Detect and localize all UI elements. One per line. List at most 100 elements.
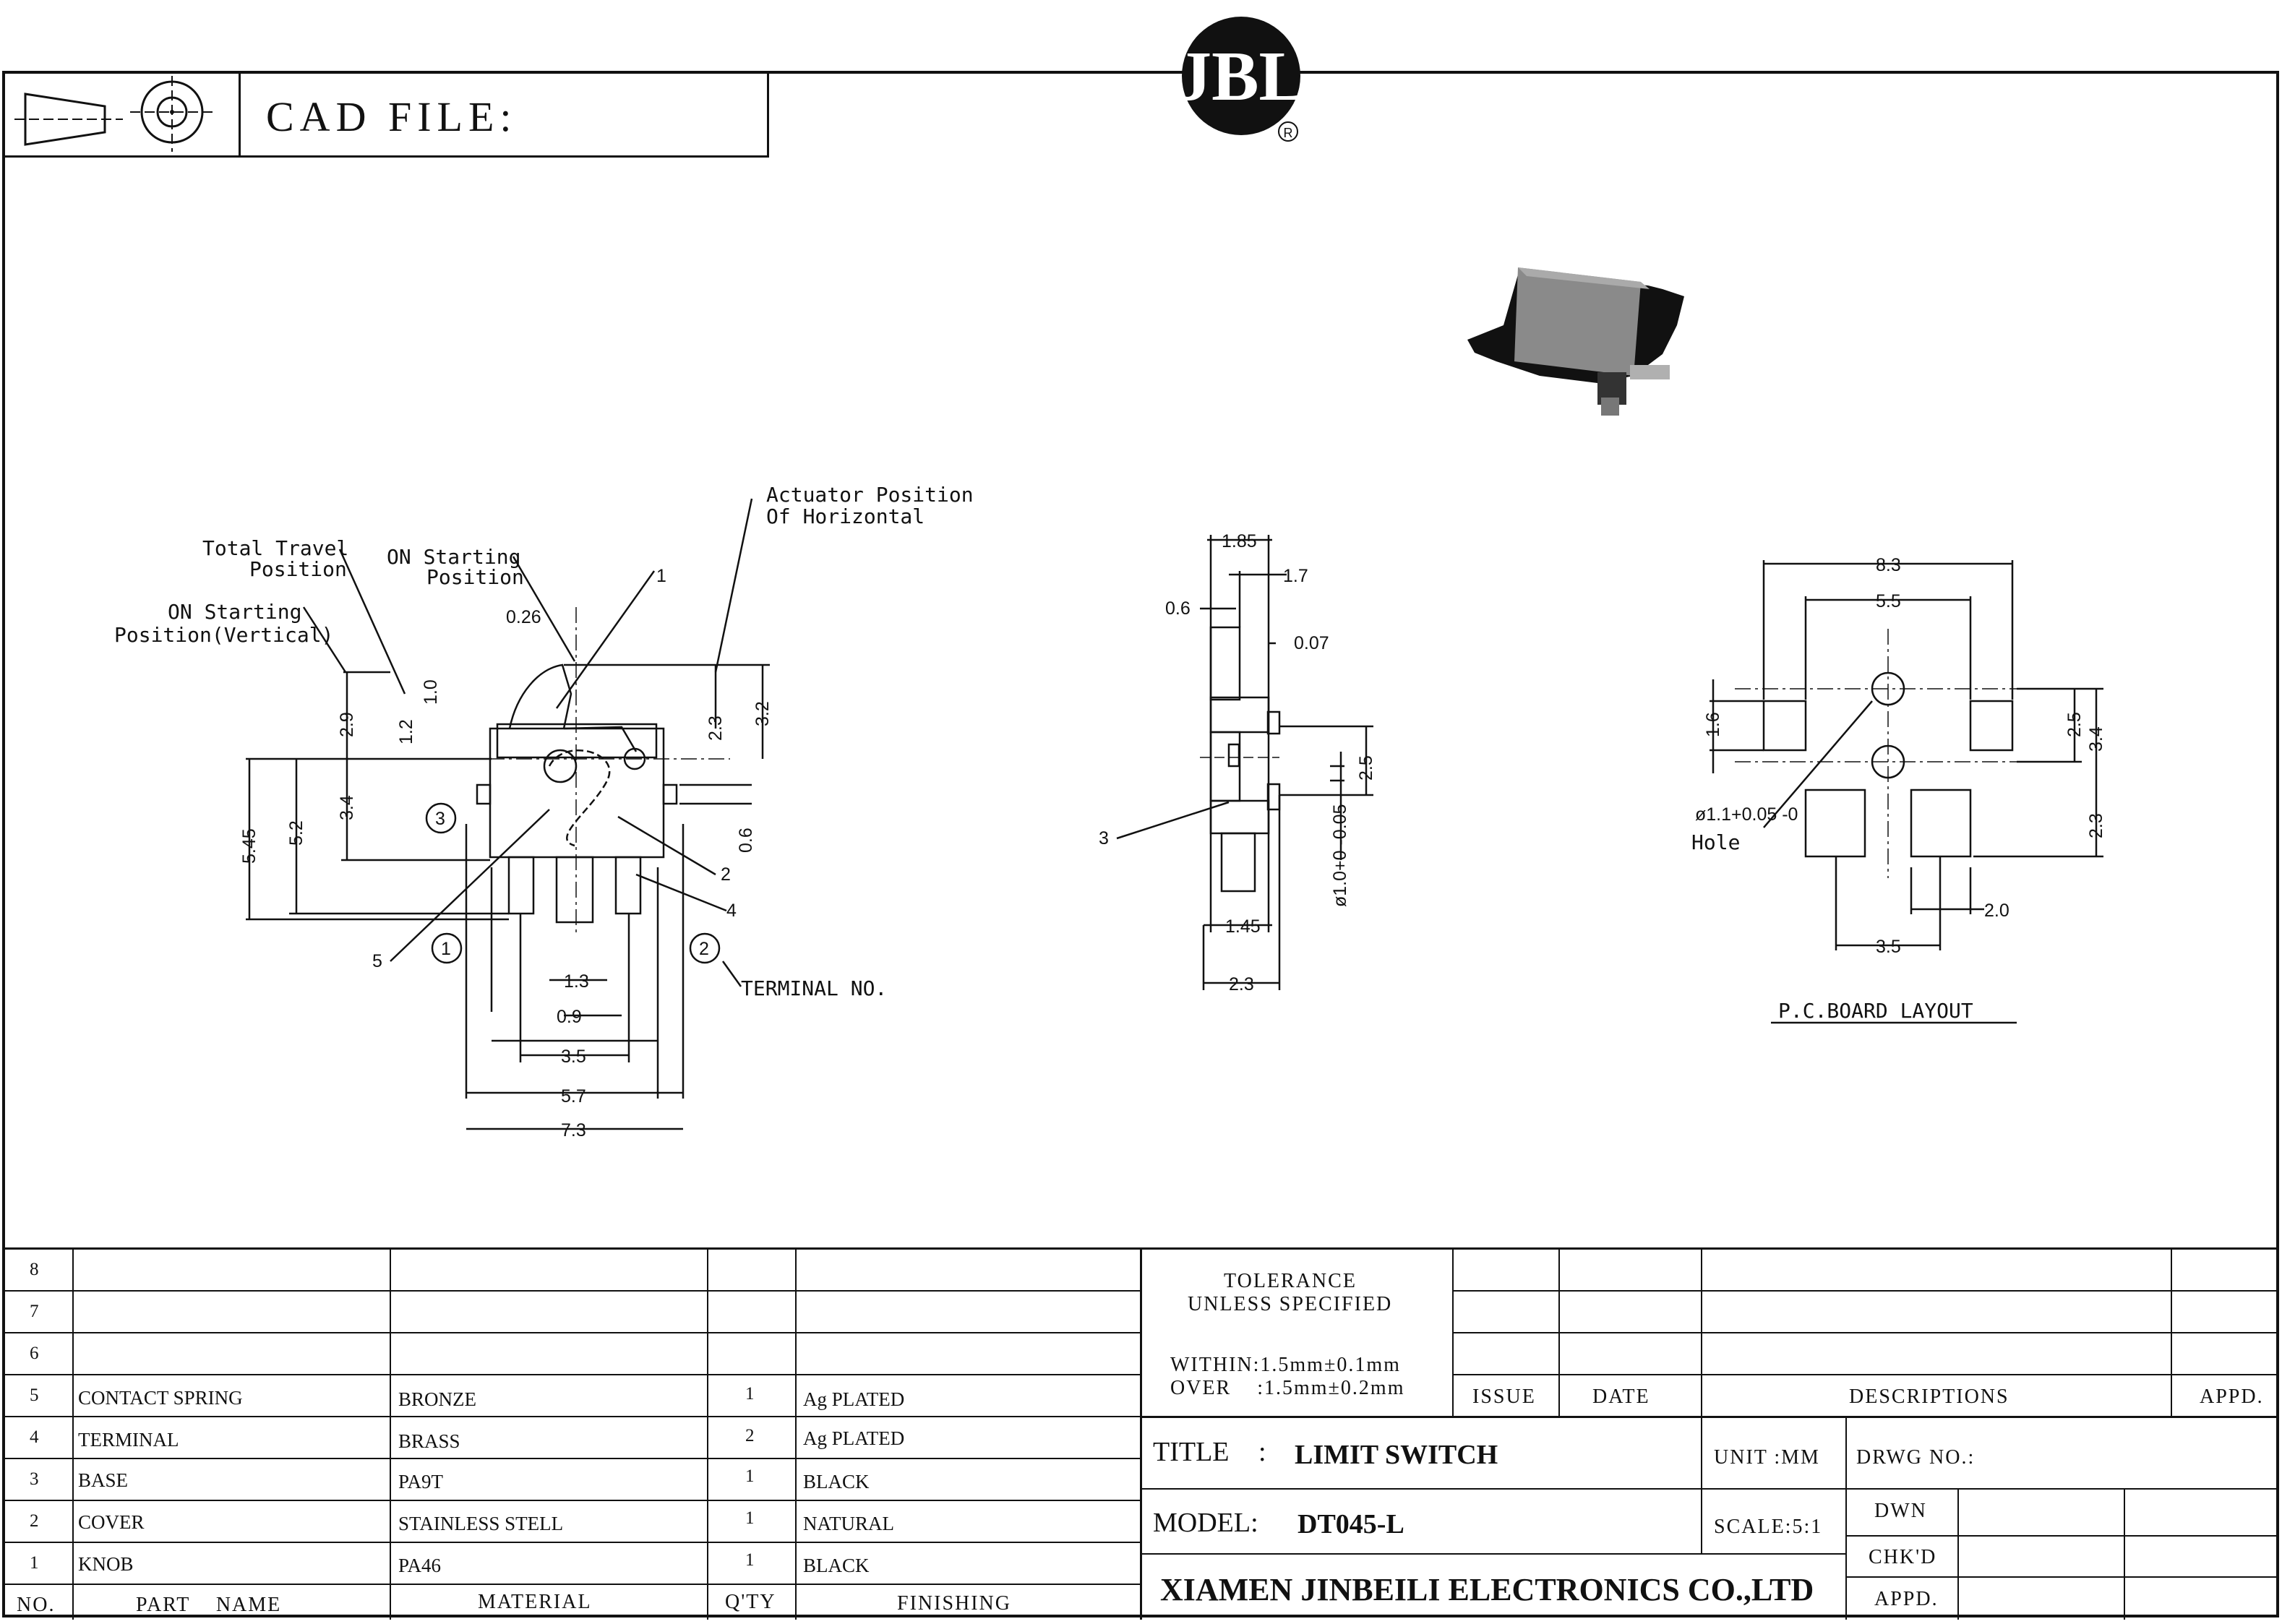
approved-label: APPD. <box>1874 1588 1939 1610</box>
dim-3-4: 3.4 <box>337 795 357 820</box>
bom-no-4: 4 <box>30 1427 39 1447</box>
revision-date: DATE <box>1592 1385 1650 1408</box>
callout-4: 4 <box>726 901 737 921</box>
bom-qty-5: 1 <box>745 1384 755 1404</box>
side-dim-1-45: 1.45 <box>1225 916 1261 937</box>
label-total-travel-2: Position <box>249 557 347 581</box>
cad-file-box <box>2 71 769 158</box>
model-value: DT045-L <box>1297 1509 1404 1539</box>
bom-no-7: 7 <box>30 1302 39 1321</box>
label-actuator-1: Actuator Position <box>766 483 974 507</box>
bom-qty-3: 1 <box>745 1466 755 1486</box>
callout-2: 2 <box>721 864 731 885</box>
side-dim-hole: ø1.0+0 -0.05 <box>1330 804 1350 907</box>
label-on-starting-1: ON Starting <box>387 545 520 569</box>
tolerance-title: TOLERANCE <box>1224 1270 1357 1292</box>
product-photo <box>1467 267 1684 416</box>
cad-box-separator <box>239 71 241 158</box>
label-on-starting-vertical-2: Position(Vertical) <box>114 623 333 647</box>
dim-2-3: 2.3 <box>705 716 726 741</box>
bom-part-2: COVER <box>78 1511 145 1533</box>
dim-7-3: 7.3 <box>561 1120 586 1140</box>
model-label: MODEL: <box>1153 1508 1258 1538</box>
drawing-number-label: DRWG NO.: <box>1856 1446 1976 1469</box>
pcb-hole-dim: ø1.1+0.05 -0 <box>1695 804 1798 825</box>
revision-descriptions: DESCRIPTIONS <box>1849 1385 2009 1408</box>
dim-3-2: 3.2 <box>752 701 773 726</box>
label-total-travel-1: Total Travel <box>202 536 348 560</box>
dim-0-26: 0.26 <box>506 607 541 627</box>
bom-no-3: 3 <box>30 1469 39 1489</box>
bom-material-2: STAINLESS STELL <box>398 1513 564 1534</box>
bom-no-1: 1 <box>30 1553 39 1573</box>
bom-part-3: BASE <box>78 1469 129 1491</box>
bom-header-no: NO. <box>17 1594 56 1616</box>
bom-header-material: MATERIAL <box>478 1591 592 1613</box>
dim-2-9: 2.9 <box>337 712 357 737</box>
pcb-caption: P.C.BOARD LAYOUT <box>1778 999 1973 1023</box>
revision-issue: ISSUE <box>1472 1385 1536 1408</box>
pcb-dim-3-5: 3.5 <box>1876 937 1901 957</box>
bom-no-2: 2 <box>30 1511 39 1531</box>
bom-header-part: PART NAME <box>136 1594 282 1616</box>
tolerance-subtitle: UNLESS SPECIFIED <box>1188 1293 1393 1315</box>
side-dim-0-6: 0.6 <box>1165 598 1191 619</box>
bom-qty-1: 1 <box>745 1550 755 1570</box>
callout-1: 1 <box>656 566 666 586</box>
callout-5: 5 <box>372 951 382 971</box>
tolerance-within: WITHIN:1.5mm±0.1mm <box>1170 1354 1401 1376</box>
title-label: TITLE <box>1153 1437 1230 1467</box>
side-dim-2-3: 2.3 <box>1229 974 1254 994</box>
checked-label: CHK'D <box>1869 1546 1937 1568</box>
projection-symbol-icon <box>14 76 217 152</box>
dim-0-6: 0.6 <box>736 828 756 853</box>
tolerance-over: OVER :1.5mm±0.2mm <box>1170 1377 1405 1399</box>
company-name: XIAMEN JINBEILI ELECTRONICS CO.,LTD <box>1160 1572 1814 1607</box>
bom-finishing-2: NATURAL <box>803 1513 894 1534</box>
dim-0-9: 0.9 <box>557 1007 582 1027</box>
dim-5-2: 5.2 <box>286 820 306 846</box>
bom-part-4: TERMINAL <box>78 1429 179 1451</box>
bom-no-6: 6 <box>30 1344 39 1363</box>
bom-qty-2: 1 <box>745 1508 755 1528</box>
pcb-dim-2-0: 2.0 <box>1984 901 2009 921</box>
bom-finishing-4: Ag PLATED <box>803 1427 905 1449</box>
side-dim-1-7: 1.7 <box>1283 566 1308 586</box>
title-value: LIMIT SWITCH <box>1295 1440 1498 1470</box>
pcb-layout <box>1710 560 2103 1024</box>
dim-1-0: 1.0 <box>421 679 441 705</box>
cad-file-label: CAD FILE: <box>266 93 518 140</box>
title-block: 8 7 6 5 CONTACT SPRING BRONZE 1 Ag PLATE… <box>2 1247 2279 1620</box>
label-terminal-no: TERMINAL NO. <box>741 976 887 1000</box>
dim-3-5: 3.5 <box>561 1047 586 1067</box>
bom-finishing-5: Ag PLATED <box>803 1388 905 1410</box>
terminal-2: 2 <box>699 939 709 959</box>
dim-5-45: 5.45 <box>239 828 259 864</box>
bom-header-qty: Q'TY <box>725 1591 776 1613</box>
scale-label: SCALE:5:1 <box>1714 1516 1823 1538</box>
bom-finishing-1: BLACK <box>803 1555 870 1576</box>
pcb-dim-1-6: 1.6 <box>1703 712 1723 737</box>
pcb-dim-2-3: 2.3 <box>2086 813 2106 838</box>
side-dim-1-85: 1.85 <box>1222 531 1257 551</box>
terminal-3: 3 <box>435 809 445 829</box>
bom-material-1: PA46 <box>398 1555 442 1576</box>
revision-appd: APPD. <box>2200 1385 2264 1408</box>
label-on-starting-vertical-1: ON Starting <box>168 600 301 624</box>
bom-material-5: BRONZE <box>398 1388 476 1410</box>
bom-header-finishing: FINISHING <box>897 1592 1011 1615</box>
bom-finishing-3: BLACK <box>803 1471 870 1492</box>
dim-1-2: 1.2 <box>396 719 416 744</box>
pcb-hole-label: Hole <box>1691 830 1740 854</box>
pcb-dim-3-4: 3.4 <box>2086 726 2106 752</box>
pcb-dim-2-5: 2.5 <box>2064 712 2085 737</box>
front-view <box>246 498 770 1099</box>
registered-mark: R <box>1284 126 1293 140</box>
pcb-dim-8-3: 8.3 <box>1876 555 1901 575</box>
logo-text: JBL <box>1180 38 1306 116</box>
pcb-dim-5-5: 5.5 <box>1876 591 1901 611</box>
bom-qty-4: 2 <box>745 1426 755 1445</box>
drawn-label: DWN <box>1874 1500 1927 1522</box>
bom-no-8: 8 <box>30 1260 39 1279</box>
title-colon: : <box>1258 1437 1266 1467</box>
